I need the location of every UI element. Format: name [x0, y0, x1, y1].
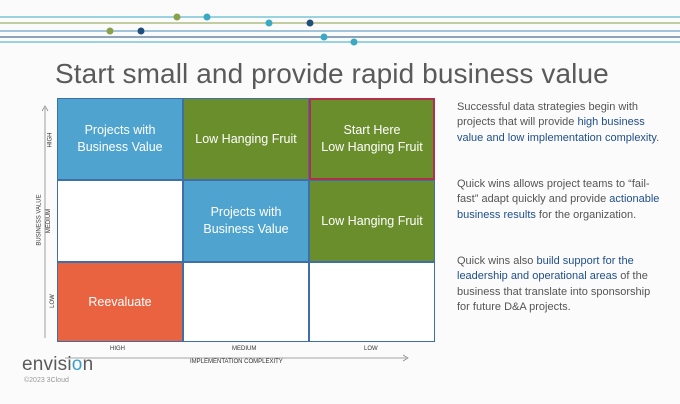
paragraph-2: Quick wins allows project teams to “fail…	[457, 177, 662, 223]
logo-text: n	[82, 354, 94, 375]
paragraph-highlight: build support for the leadership and ope…	[457, 255, 634, 283]
cell-empty-low-medium	[183, 262, 309, 342]
paragraph-3: Quick wins also build support for the le…	[457, 254, 662, 315]
paragraph-text: Quick wins also	[457, 255, 537, 267]
cell-label: Projects with Business Value	[77, 123, 163, 154]
cell-label: Reevaluate	[88, 294, 152, 309]
x-tick-medium: MEDIUM	[232, 346, 257, 352]
cell-projects-with-business-value-medium: Projects with Business Value	[183, 180, 309, 262]
paragraph-highlight: actionable business results	[457, 193, 660, 221]
cell-projects-with-business-value-top: Projects with Business Value	[57, 98, 183, 180]
cell-label: Projects with Business Value	[203, 205, 289, 236]
x-tick-high: HIGH	[110, 346, 125, 352]
cell-label: Low Hanging Fruit	[195, 131, 297, 146]
logo-text: envisi	[22, 354, 72, 375]
envision-logo: envision	[22, 354, 93, 376]
value-complexity-matrix: Projects with Business Value Low Hanging…	[57, 98, 435, 342]
x-axis-title: IMPLEMENTATION COMPLEXITY	[190, 359, 283, 365]
x-tick-low: LOW	[364, 346, 378, 352]
paragraph-text: Successful data strategies begin with pr…	[457, 101, 638, 129]
logo-accent-letter: o	[71, 354, 83, 375]
cell-label: Low Hanging Fruit	[321, 213, 423, 228]
y-tick-high: HIGH	[47, 132, 54, 148]
start-here-label: Start Here	[343, 123, 401, 137]
paragraph-text: of the business that translate into spon…	[457, 270, 651, 313]
cell-start-here: Start Here Low Hanging Fruit	[309, 98, 435, 180]
paragraph-text: .	[656, 131, 660, 144]
y-tick-medium: MEDIUM	[46, 208, 53, 234]
slide-title: Start small and provide rapid business v…	[55, 58, 609, 89]
paragraph-text: Quick wins allows project teams to “fail…	[457, 178, 650, 206]
paragraph-text: for the organization.	[535, 208, 637, 221]
paragraph-highlight: high business value and low implementati…	[457, 116, 657, 144]
cell-reevaluate: Reevaluate	[57, 262, 183, 342]
cell-empty-low-low	[309, 262, 435, 342]
copyright-text: ©2023 3Cloud	[24, 377, 69, 384]
paragraph-1: Successful data strategies begin with pr…	[457, 100, 662, 146]
cell-low-hanging-fruit-medium: Low Hanging Fruit	[309, 180, 435, 262]
y-tick-low: LOW	[49, 294, 56, 308]
cell-label: Low Hanging Fruit	[321, 140, 423, 154]
cell-empty-medium-high	[57, 180, 183, 262]
y-axis-title: BUSINESS VALUE	[36, 194, 43, 246]
header-decorative-lines	[0, 13, 680, 46]
cell-low-hanging-fruit-top: Low Hanging Fruit	[183, 98, 309, 180]
